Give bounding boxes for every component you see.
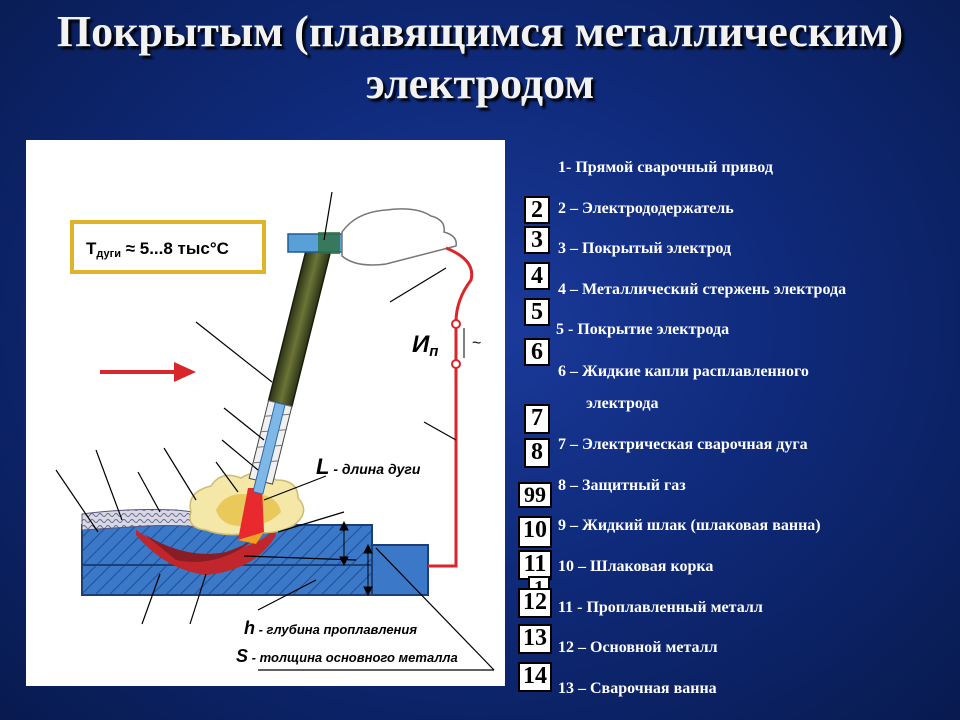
glove-hand xyxy=(341,208,457,266)
legend-item: 13 – Сварочная ванна xyxy=(558,680,717,697)
temp-prefix: Т xyxy=(86,239,97,258)
legend-item: 1- Прямой сварочный привод xyxy=(558,159,773,176)
number-box: 7 xyxy=(524,404,550,434)
legend-item: 3 – Покрытый электрод xyxy=(558,240,732,257)
number-box: 13 xyxy=(518,624,552,654)
legend-item: 7 – Электрическая сварочная дуга xyxy=(558,436,808,453)
legend-item: электрода xyxy=(586,395,659,412)
temp-sub: дуги xyxy=(96,248,121,260)
number-box: 14 xyxy=(518,662,552,692)
ac-symbol: ~ xyxy=(472,335,481,352)
number-box: 11 xyxy=(518,550,552,580)
legend-item: 12 – Основной металл xyxy=(558,639,718,656)
legend-item: 9 – Жидкий шлак (шлаковая ванна) xyxy=(558,517,821,534)
legend-item: 6 – Жидкие капли расплавленного xyxy=(558,363,809,380)
penetrated-metal xyxy=(144,534,261,562)
metal-thickness-label: S - толщина основного металла xyxy=(236,646,458,666)
legend-item: 5 - Покрытие электрода xyxy=(556,321,730,338)
title-line-2: электродом xyxy=(365,59,595,108)
number-box: 5 xyxy=(524,298,550,326)
number-box: 2 xyxy=(524,196,550,224)
direction-arrow xyxy=(100,362,196,382)
welding-diagram-svg: Тдуги ≈ 5...8 тыс°С xyxy=(55,191,495,671)
legend-item: 10 – Шлаковая корка xyxy=(558,558,714,575)
legend-item: 2 – Электрододержатель xyxy=(558,200,734,217)
legend-item: 11 - Проплавленный металл xyxy=(558,599,763,616)
arc-length-label: L - длина дуги xyxy=(316,454,421,479)
svg-text:Тдуги ≈ 5...8 тыс°С: Тдуги ≈ 5...8 тыс°С xyxy=(86,239,229,260)
number-box: 99 xyxy=(518,482,552,508)
power-cable xyxy=(428,246,474,568)
number-box: 12 xyxy=(518,588,552,618)
leader-lines xyxy=(55,191,495,671)
legend-item: 4 – Металлический стержень электрода xyxy=(558,281,847,298)
arc-temperature-label: Тдуги ≈ 5...8 тыс°С xyxy=(70,220,266,274)
weld-pool xyxy=(136,528,276,575)
number-box: 8 xyxy=(524,438,550,468)
legend-item: 8 – Защитный газ xyxy=(558,477,686,494)
welding-diagram: Тдуги ≈ 5...8 тыс°С xyxy=(26,140,505,686)
dimension-lines xyxy=(339,520,373,597)
number-box: 4 xyxy=(524,262,550,290)
temp-value: ≈ 5...8 тыс°С xyxy=(121,239,229,258)
number-box: 3 xyxy=(524,226,550,254)
slide-title: Покрытым (плавящимся металлическим) элек… xyxy=(0,6,960,110)
title-line-1: Покрытым (плавящимся металлическим) xyxy=(56,7,904,56)
number-box: 10 xyxy=(518,516,552,548)
voltage-label: Ип xyxy=(412,331,438,360)
number-box: 6 xyxy=(524,338,550,366)
coated-electrode xyxy=(248,244,332,495)
welding-arc xyxy=(238,488,264,540)
penetration-depth-label: h - глубина проплавления xyxy=(244,618,417,638)
